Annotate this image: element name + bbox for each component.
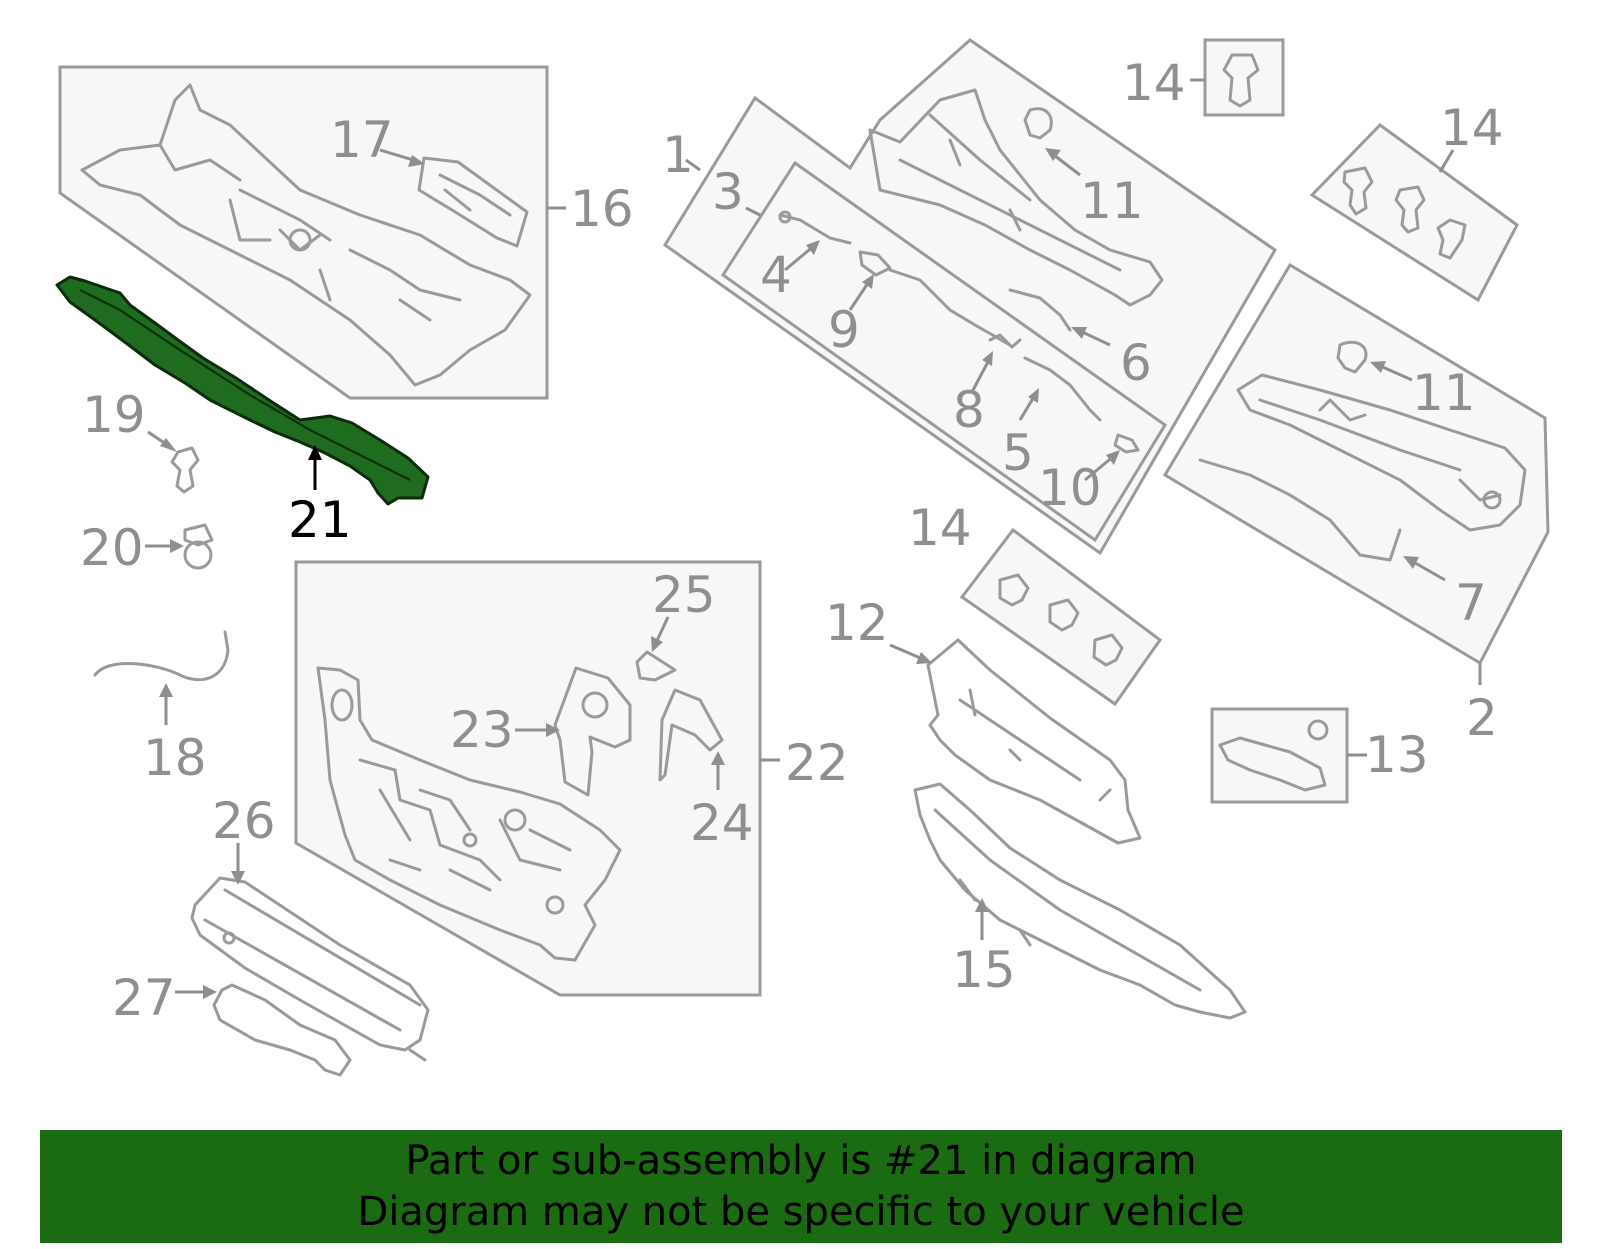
callout-10: 10 <box>1038 459 1102 517</box>
callout-1: 1 <box>662 126 694 184</box>
callout-7: 7 <box>1455 574 1487 632</box>
callout-14-right: 14 <box>1440 99 1504 157</box>
callout-19: 19 <box>82 386 146 444</box>
callout-27: 27 <box>112 969 176 1027</box>
part-19-clip <box>147 430 200 494</box>
callout-4: 4 <box>760 246 792 304</box>
part-21-cowl-panel-highlighted <box>55 275 430 506</box>
group-14-mid-box <box>959 527 1163 707</box>
callout-18: 18 <box>143 729 207 787</box>
banner-line-1: Part or sub-assembly is #21 in diagram <box>405 1138 1197 1184</box>
group-13-box <box>1210 707 1367 804</box>
callout-11-right: 11 <box>1412 364 1476 422</box>
callout-23: 23 <box>450 701 514 759</box>
callout-8: 8 <box>953 381 985 439</box>
callout-25: 25 <box>652 566 716 624</box>
group-2-box <box>1162 262 1550 685</box>
callout-3: 3 <box>712 163 744 221</box>
callout-21: 21 <box>288 491 352 549</box>
callout-labels: 1 2 3 4 5 6 7 8 9 10 11 11 12 13 14 14 1… <box>80 54 1504 1027</box>
callout-2: 2 <box>1466 689 1498 747</box>
callout-17: 17 <box>330 111 394 169</box>
group-14-right-box <box>1309 123 1519 303</box>
callout-12: 12 <box>825 594 889 652</box>
callout-22: 22 <box>785 734 849 792</box>
callout-14-top: 14 <box>1122 54 1186 112</box>
part-27-bracket <box>175 983 352 1077</box>
group-1-box <box>662 38 1277 556</box>
callout-14-mid: 14 <box>908 499 972 557</box>
callout-5: 5 <box>1002 424 1034 482</box>
callout-16: 16 <box>570 180 634 238</box>
group-22-box <box>294 560 780 997</box>
callout-13: 13 <box>1365 726 1429 784</box>
part-12-cowl-vent <box>889 638 1142 845</box>
banner-line-2: Diagram may not be specific to your vehi… <box>357 1189 1245 1235</box>
part-15-cowl-panel <box>913 782 1247 1020</box>
part-18-hose <box>93 630 230 725</box>
part-20-clip <box>145 523 214 570</box>
group-16-box <box>58 65 566 400</box>
callout-11-upper: 11 <box>1080 172 1144 230</box>
callout-24: 24 <box>690 794 754 852</box>
group-14-top-box <box>1190 38 1285 117</box>
callout-15: 15 <box>952 941 1016 999</box>
info-banner: Part or sub-assembly is #21 in diagram D… <box>40 1130 1562 1243</box>
part-26-crossmember <box>190 843 430 1062</box>
callout-9: 9 <box>828 301 860 359</box>
callout-26: 26 <box>212 792 276 850</box>
callout-6: 6 <box>1120 334 1152 392</box>
callout-20: 20 <box>80 519 144 577</box>
